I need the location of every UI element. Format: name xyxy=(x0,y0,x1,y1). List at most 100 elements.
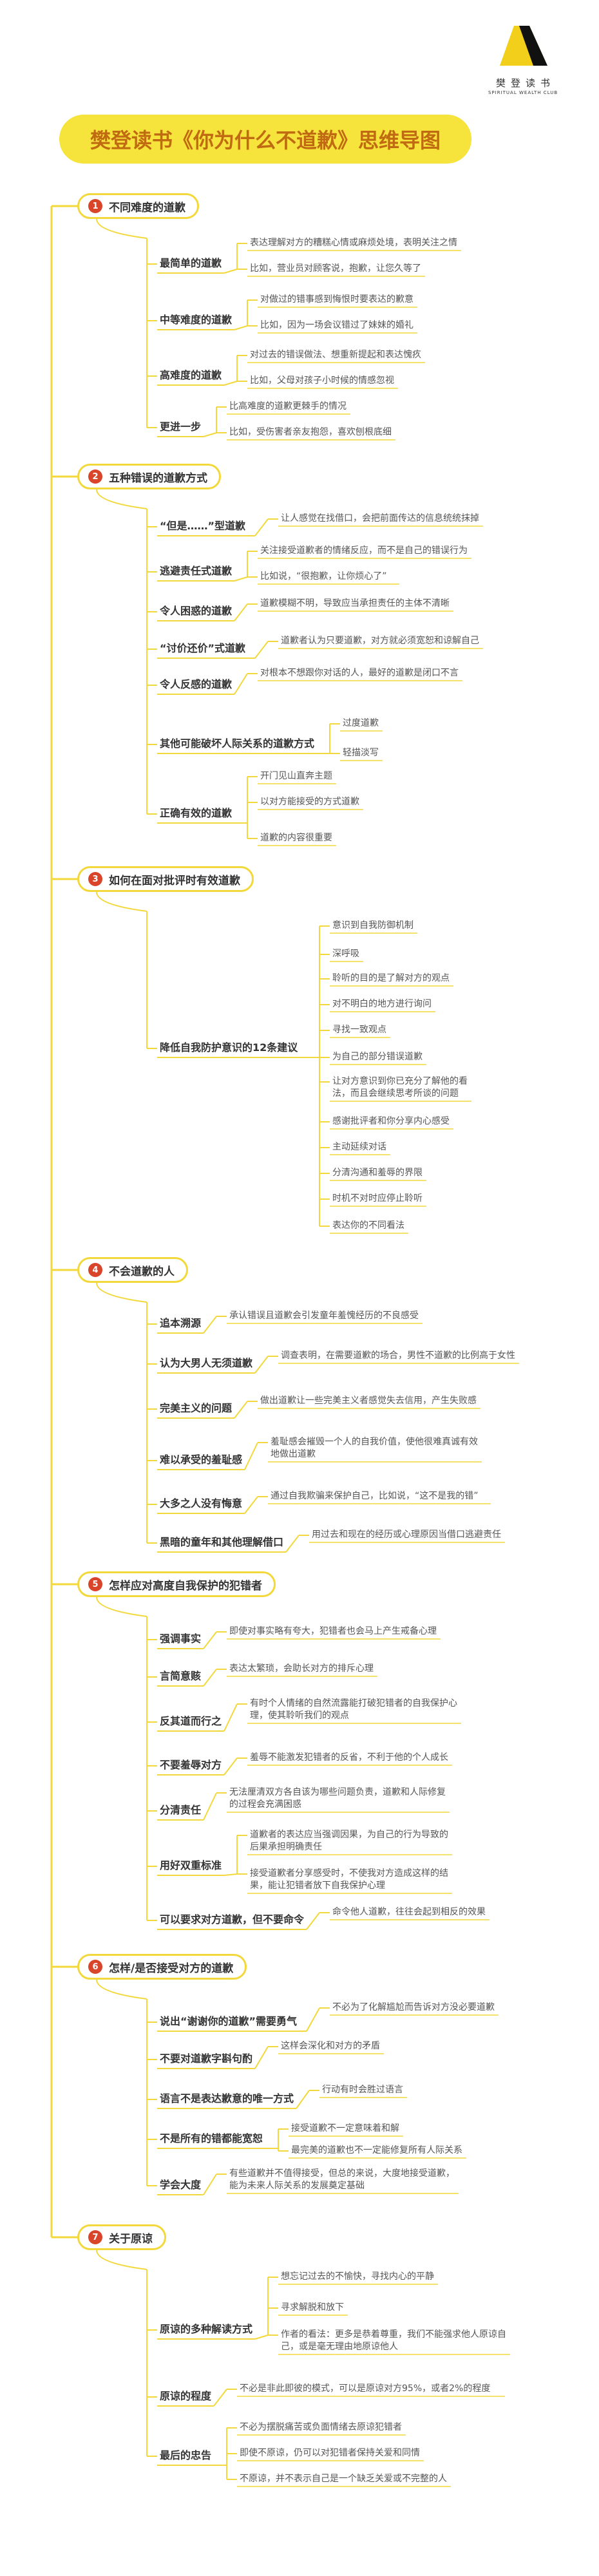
branch-node: 中等难度的道歉 xyxy=(160,314,233,326)
section-title: 不同难度的道歉 xyxy=(109,201,185,214)
leaf-text: 作者的看法：更多是恭着尊重，我们不能强求他人原谅自 己，或是毫无理由地原谅他人 xyxy=(281,2329,506,2352)
connector-curve xyxy=(96,891,147,912)
branch-node: 强调事实 xyxy=(160,1633,202,1645)
branch-node: 逃避责任式道歉 xyxy=(160,565,233,577)
section-number-badge: 5 xyxy=(88,1577,102,1591)
branch-node: 追本溯源 xyxy=(160,1317,202,1329)
connector-curve xyxy=(96,2249,147,2270)
branch-node: 其他可能破坏人际关系的道歉方式 xyxy=(160,737,315,750)
branch-node: 言简意赅 xyxy=(160,1670,202,1682)
connector-line xyxy=(223,381,238,386)
branch-node: 学会大度 xyxy=(160,2179,202,2191)
leaf-text: 时机不对时应停止聆听 xyxy=(332,1193,423,1204)
branch-node: “但是……”型道歉 xyxy=(160,520,246,532)
leaf-text: 分清沟通和羞辱的界限 xyxy=(332,1168,423,1178)
leaf-text: 想忘记过去的不愉快，寻找内心的平静 xyxy=(281,2271,434,2282)
connector-line xyxy=(223,1873,238,1876)
leaf-text: 表达你的不同看法 xyxy=(332,1220,404,1231)
leaf-text: 不必为摆脱痛苦或负面情绪去原谅犯错者 xyxy=(240,2422,402,2432)
leaf-text: 对过去的错误做法、想重新提起和表达愧疚 xyxy=(250,350,421,360)
leaf-text: 比如，父母对孩子小时候的情感忽视 xyxy=(250,375,394,386)
section-title: 不会道歉的人 xyxy=(109,1265,175,1278)
section-number-badge: 4 xyxy=(88,1263,102,1277)
connector-line xyxy=(203,1631,217,1649)
leaf-text: 命令他人道歉，往往会起到相反的效果 xyxy=(332,1907,486,1917)
connector-line xyxy=(203,1316,217,1334)
leaf-text: 感谢批评者和你分享内心感受 xyxy=(332,1116,450,1126)
connector-line xyxy=(234,325,248,330)
connector-line xyxy=(213,2389,227,2407)
branch-node: 最简单的道歉 xyxy=(160,257,222,269)
branch-node: 分清责任 xyxy=(160,1804,202,1816)
leaf-text: 表达太繁琐，会助长对方的排斥心理 xyxy=(229,1663,374,1674)
leaf-text: 表达理解对方的糟糕心情或麻烦处境，表明关注之情 xyxy=(250,238,457,248)
leaf-text: 即使对事实略有夸大，犯错者也会马上产生戒备心理 xyxy=(229,1626,437,1636)
branch-node: 降低自我防护意识的12条建议 xyxy=(160,1041,298,1054)
section-title: 如何在面对批评时有效道歉 xyxy=(109,874,240,887)
leaf-text: 对不明白的地方进行询问 xyxy=(332,999,432,1009)
leaf-text: 道歉的内容很重要 xyxy=(260,833,332,843)
leaf-text: 以对方能接受的方式道歉 xyxy=(260,797,359,807)
branch-node: 令人反感的道歉 xyxy=(160,678,233,690)
leaf-text: 道歉模糊不明，导致应当承担责任的主体不清晰 xyxy=(260,598,450,609)
leaf-text: 对做过的错事感到悔恨时要表达的歉意 xyxy=(260,294,414,305)
leaf-text: 寻求解脱和放下 xyxy=(281,2302,344,2313)
connector-curve xyxy=(96,1282,147,1303)
logo-name: 樊登读书 xyxy=(496,77,556,89)
section-number-badge: 3 xyxy=(88,872,102,886)
section-number-badge: 6 xyxy=(88,1960,102,1974)
branch-node: 说出“谢谢你的道歉”需要勇气 xyxy=(160,2015,298,2027)
branch-node: 语言不是表达歉意的唯一方式 xyxy=(160,2092,294,2105)
connector-line xyxy=(254,641,269,659)
leaf-text: 让对方意识到你已充分了解他的看 法，而且会继续思考所谈的问题 xyxy=(332,1076,468,1099)
connector-line xyxy=(244,1496,258,1514)
connector-line xyxy=(234,576,248,582)
connector-line xyxy=(234,603,248,621)
branch-node: 不要对道歉字斟句酌 xyxy=(160,2052,253,2065)
branch-node: 更进一步 xyxy=(160,421,202,433)
page-title: 樊登读书《你为什么不道歉》思维导图 xyxy=(59,115,471,164)
leaf-text: 接受道歉不一定意味着和解 xyxy=(291,2123,399,2134)
connector-line xyxy=(234,673,248,695)
leaf-text: 比如，营业员对顾客说，抱歉，让您久等了 xyxy=(250,263,421,274)
branch-node: 原谅的多种解读方式 xyxy=(160,2323,253,2335)
branch-node: 黑暗的童年和其他理解借口 xyxy=(160,1536,284,1548)
branch-node: 令人困惑的道歉 xyxy=(160,605,233,617)
connector-line xyxy=(234,1401,248,1419)
connector-line xyxy=(254,1356,269,1374)
connector-line xyxy=(254,2046,269,2069)
leaf-text: 不原谅，并不表示自己是一个缺乏关爱或不完整的人 xyxy=(240,2474,447,2484)
section-title: 怎样/是否接受对方的道歉 xyxy=(109,1962,234,1975)
branch-node: 难以承受的羞耻感 xyxy=(160,1454,243,1466)
connector-curve xyxy=(96,1979,147,2000)
leaf-text: 有时个人情绪的自然流露能打破犯错者的自我保护心 理，使其聆听我们的观点 xyxy=(250,1698,457,1721)
section-title: 怎样应对高度自我保护的犯错者 xyxy=(109,1579,262,1593)
leaf-text: 开门见山直奔主题 xyxy=(260,771,332,781)
leaf-text: 意识到自我防御机制 xyxy=(332,920,414,931)
leaf-text: 通过自我欺骗来保护自己，比如说，“这不是我的错” xyxy=(271,1491,479,1501)
branch-node: 认为大男人无须道歉 xyxy=(160,1357,253,1369)
leaf-text: 比如，受伤害者亲友抱怨，喜欢刨根底细 xyxy=(229,427,392,437)
section-title: 关于原谅 xyxy=(109,2232,153,2246)
branch-node: 正确有效的道歉 xyxy=(160,807,233,819)
leaf-text: 承认错误且道歉会引发童年羞愧经历的不良感受 xyxy=(229,1311,419,1321)
leaf-text: 道歉者的表达应当强调因果，为自己的行为导致的 后果承担明确责任 xyxy=(250,1830,448,1852)
branch-node: 原谅的程度 xyxy=(160,2390,212,2402)
leaf-text: 比如说，“很抱歉，让你烦心了” xyxy=(260,571,387,582)
connector-line xyxy=(203,1792,217,1821)
leaf-text: 接受道歉者分享感受时，不使我对方造成这样的结 果，能让犯错者放下自我保护心理 xyxy=(250,1868,448,1891)
connector-line xyxy=(306,2007,320,2032)
section-heading: 7 关于原谅 xyxy=(77,2224,166,2250)
leaf-text: 行动有时会胜过语言 xyxy=(322,2085,403,2095)
section-number-badge: 7 xyxy=(88,2230,102,2244)
connector-curve xyxy=(96,489,147,509)
leaf-text: 比高难度的道歉更棘手的情况 xyxy=(229,401,347,412)
connector-line xyxy=(306,1912,320,1930)
leaf-text: 让人感觉在找借口，会把前面传达的信息统统抹掉 xyxy=(281,513,479,524)
leaf-text: 过度道歉 xyxy=(343,718,379,728)
branch-node: 不是所有的错都能宽恕 xyxy=(160,2132,263,2145)
section-heading: 5 怎样应对高度自我保护的犯错者 xyxy=(77,1571,276,1597)
section-heading: 3 如何在面对批评时有效道歉 xyxy=(77,866,254,892)
